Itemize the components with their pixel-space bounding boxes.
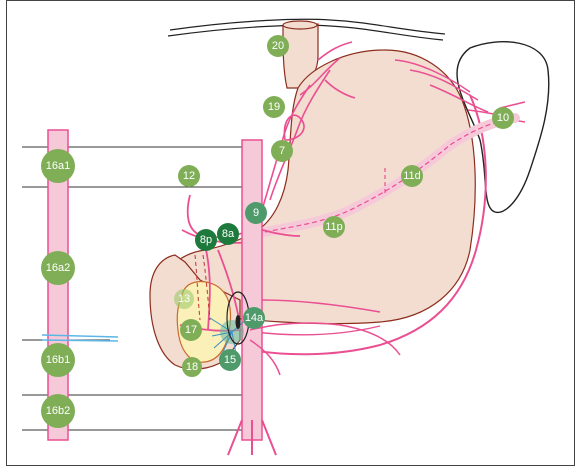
- node-13: 13: [174, 289, 194, 309]
- svg-text:8a: 8a: [222, 228, 235, 240]
- node-18: 18: [182, 357, 202, 377]
- aortic-bifurcation: [228, 420, 276, 455]
- svg-text:16a1: 16a1: [46, 160, 70, 172]
- svg-text:16b1: 16b1: [46, 354, 70, 366]
- node-17: 17: [180, 319, 202, 341]
- svg-text:12: 12: [183, 170, 195, 182]
- node-16a2: 16a2: [41, 251, 75, 285]
- node-19: 19: [263, 96, 285, 118]
- node-7: 7: [271, 140, 293, 162]
- svg-text:19: 19: [268, 101, 280, 113]
- node-16b1: 16b1: [41, 343, 75, 377]
- node-11d: 11d: [401, 165, 423, 187]
- svg-text:9: 9: [253, 207, 259, 219]
- node-15: 15: [219, 349, 241, 371]
- svg-text:16b2: 16b2: [46, 405, 70, 417]
- svg-text:11d: 11d: [403, 170, 421, 182]
- node-8p: 8p: [195, 229, 217, 251]
- svg-text:8p: 8p: [200, 234, 212, 246]
- aorta: [242, 140, 262, 440]
- node-16a1: 16a1: [41, 149, 75, 183]
- svg-text:20: 20: [272, 40, 284, 52]
- node-9: 9: [245, 202, 267, 224]
- node-8a: 8a: [217, 223, 239, 245]
- svg-text:11p: 11p: [325, 221, 343, 233]
- svg-text:10: 10: [497, 112, 509, 124]
- svg-text:7: 7: [279, 145, 285, 157]
- node-16b2: 16b2: [41, 394, 75, 428]
- svg-text:15: 15: [224, 354, 236, 366]
- node-12: 12: [178, 165, 200, 187]
- node-20: 20: [267, 35, 289, 57]
- svg-text:18: 18: [186, 361, 198, 373]
- svg-text:14a: 14a: [245, 312, 264, 324]
- node-11p: 11p: [323, 216, 345, 238]
- svg-text:17: 17: [185, 324, 197, 336]
- node-14a: 14a: [243, 307, 265, 329]
- node-10: 10: [492, 107, 514, 129]
- esophagus-opening: [283, 21, 317, 29]
- svg-text:16a2: 16a2: [46, 262, 70, 274]
- svg-text:13: 13: [178, 293, 190, 305]
